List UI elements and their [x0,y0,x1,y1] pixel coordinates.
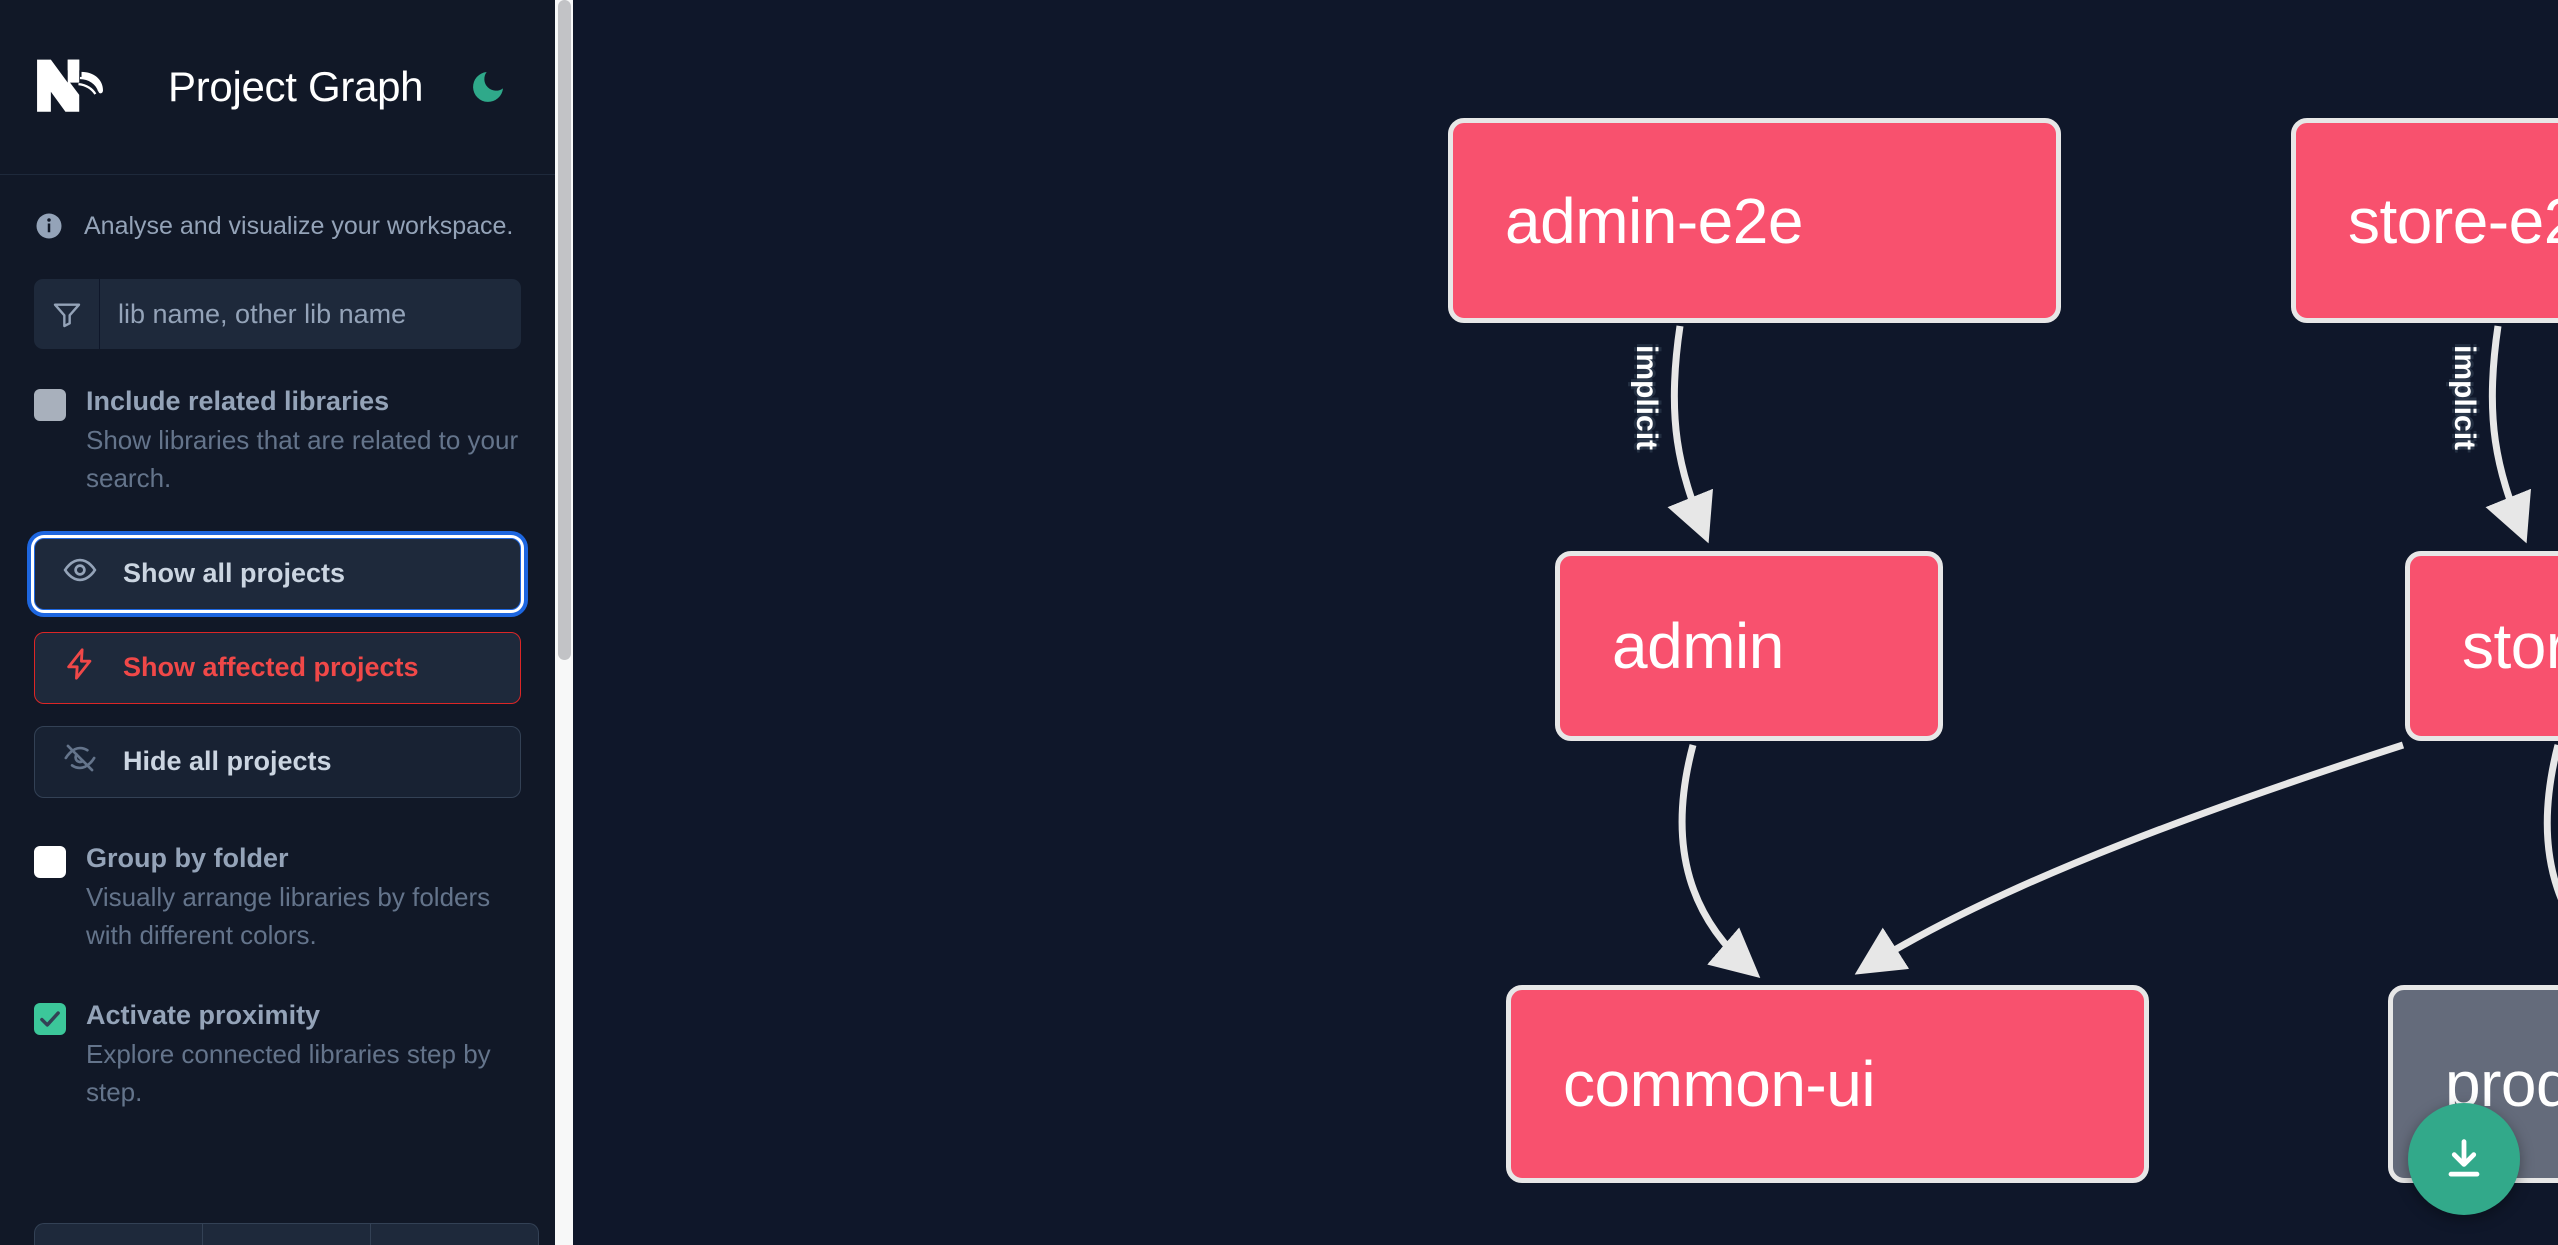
eye-off-icon [63,741,97,782]
tagline-text: Analyse and visualize your workspace. [84,211,514,240]
checkbox-description: Visually arrange libraries by folders wi… [86,882,491,950]
button-label: Show affected projects [123,652,419,683]
moon-icon[interactable] [465,64,511,110]
checkbox-activate-proximity[interactable]: Activate proximity Explore connected lib… [0,955,555,1112]
checkbox-label: Include related libraries [86,386,390,416]
segment-1[interactable] [35,1224,203,1245]
funnel-icon [34,279,100,349]
checkbox-box[interactable] [34,1002,66,1035]
nx-logo-icon [34,55,126,119]
filter-box[interactable] [34,279,521,349]
edge-store-e2e-to-store [2485,325,2531,544]
checkbox-box[interactable] [34,845,66,878]
checkbox-box[interactable] [34,389,66,421]
button-label: Show all projects [123,558,346,589]
checkbox-description: Explore connected libraries step by step… [86,1039,491,1107]
checkbox-text: Include related libraries Show libraries… [86,383,521,498]
node-label: store-e2e [2348,184,2558,257]
text-filter-segmented-control[interactable] [34,1223,539,1245]
show-affected-projects-button[interactable]: Show affected projects [34,631,521,704]
node-label: admin [1612,610,1784,682]
info-icon [34,211,64,241]
node-label: admin-e2e [1505,184,1803,257]
checkbox-label: Group by folder [86,842,289,873]
graph-node-store[interactable]: store [2405,551,2558,741]
hide-all-projects-button[interactable]: Hide all projects [34,725,521,798]
page-title: Project Graph [168,63,424,110]
graph-node-admin-e2e[interactable]: admin-e2e [1448,118,2061,323]
node-label: store [2462,610,2558,682]
edge-label-admin-e2e-implicit: implicit [1630,345,1663,451]
edge-store-to-common-ui [1854,741,2405,975]
sidebar-scroll-area: Project Graph Analyse and visualize your… [0,0,555,1245]
graph-canvas[interactable]: admin-e2e store-e2e admin store common-u… [573,0,2558,1245]
segment-3[interactable] [371,1224,538,1245]
download-icon [2448,1139,2480,1177]
project-visibility-buttons: Show all projects Show affected projects [0,498,555,798]
lightning-bolt-icon [63,647,97,688]
checkbox-include-related-libraries[interactable]: Include related libraries Show libraries… [0,349,555,498]
download-button[interactable] [2408,1103,2520,1215]
checkbox-label: Activate proximity [86,999,321,1030]
segment-2[interactable] [203,1224,371,1245]
graph-node-common-ui[interactable]: common-ui [1506,985,2149,1183]
search-input[interactable] [100,279,521,349]
edge-admin-e2e-to-admin [1667,325,1713,544]
graph-node-admin[interactable]: admin [1555,551,1943,741]
edge-store-to-products [2543,744,2558,900]
checkbox-group-by-folder[interactable]: Group by folder Visually arrange librari… [0,798,555,955]
show-all-projects-button[interactable]: Show all projects [34,537,521,610]
edge-label-store-e2e-implicit: implicit [2448,345,2481,451]
button-label: Hide all projects [123,746,332,777]
graph-edges [1667,325,2558,979]
graph-node-store-e2e[interactable]: store-e2e [2291,118,2558,323]
node-label: common-ui [1563,1048,1876,1120]
filter-row [0,241,555,349]
checkbox-text: Activate proximity Explore connected lib… [86,997,521,1112]
checkbox-text: Group by folder Visually arrange librari… [86,840,521,955]
sidebar: Project Graph Analyse and visualize your… [0,0,573,1245]
eye-icon [63,553,97,594]
sidebar-header: Project Graph [0,0,555,175]
sidebar-scrollbar-thumb[interactable] [558,0,571,660]
checkbox-description: Show libraries that are related to your … [86,425,519,494]
edge-admin-to-common-ui [1678,744,1761,979]
sidebar-tagline: Analyse and visualize your workspace. [0,175,555,241]
sidebar-scrollbar-track[interactable] [555,0,573,1245]
